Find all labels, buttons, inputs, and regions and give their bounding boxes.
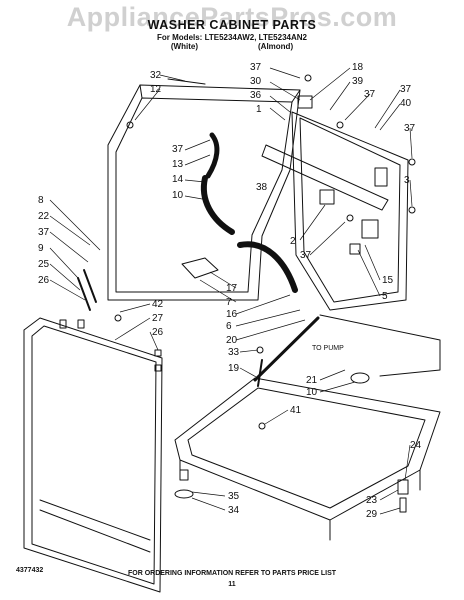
ordering-note: FOR ORDERING INFORMATION REFER TO PARTS … [127,570,337,577]
callout-37: 37 [172,144,184,155]
cabinet-rear-frame [107,84,301,301]
callout-22: 22 [38,211,50,222]
callout-26: 26 [152,327,164,338]
callout-30: 30 [250,76,262,87]
leg-right [397,479,409,495]
callout-10: 10 [306,387,318,398]
front-panel [23,317,163,593]
variant-line: (White) (Almond) [0,42,464,51]
callout-32: 32 [150,70,162,81]
callout-39: 39 [352,76,364,87]
callout-23: 23 [366,495,378,506]
to-pump-label: TO PUMP [312,345,344,352]
cabinet-right-panel [291,111,409,311]
callout-29: 29 [366,509,378,520]
callout-3: 3 [404,175,410,186]
lid-rod [83,269,97,303]
callout-10: 10 [172,190,184,201]
callout-21: 21 [306,375,318,386]
water-valve [181,257,219,279]
page-number: 11 [228,581,236,588]
callout-27: 27 [152,313,164,324]
cabinet-base [174,377,441,541]
callout-36: 36 [250,90,262,101]
callout-17: 17 [226,283,238,294]
lid-switch [361,219,379,239]
screw [304,74,312,82]
pump-hose [319,314,441,377]
strut-b [257,359,263,387]
callout-6: 6 [226,321,232,332]
callout-7: 7 [226,297,232,308]
callout-12: 12 [150,84,162,95]
callout-38: 38 [256,182,268,193]
callout-37: 37 [404,123,416,134]
models-line: For Models: LTE5234AW2, LTE5234AN2 [157,33,307,42]
screw [258,422,266,430]
callout-25: 25 [38,259,50,270]
callout-37: 37 [364,89,376,100]
callout-37: 37 [38,227,50,238]
drain-hose [237,241,298,293]
switch [319,189,335,205]
variant-white: (White) [170,42,198,51]
callout-18: 18 [352,62,364,73]
clip [59,319,67,329]
pump-clamp [350,372,370,384]
callout-19: 19 [228,363,240,374]
cabinet-top-edge [167,78,206,85]
leg-left [179,469,189,481]
fill-hose [200,175,235,235]
callout-35: 35 [228,491,240,502]
clip [154,364,162,372]
callout-9: 9 [38,243,44,254]
diagram-title: WASHER CABINET PARTS [147,18,317,32]
part-number: 4377432 [16,567,44,574]
hose-elbow [205,132,220,179]
callout-37: 37 [300,250,312,261]
lid-rod [77,277,91,311]
callout-labels: 3212371314108223792526422726373036138183… [38,62,422,520]
callout-42: 42 [152,299,164,310]
callout-20: 20 [226,335,238,346]
screw [346,214,354,222]
clip [154,349,162,357]
callout-24: 24 [410,440,422,451]
screw [408,158,416,166]
callout-8: 8 [38,195,44,206]
callout-14: 14 [172,174,184,185]
hinge-clip [297,95,313,109]
callout-33: 33 [228,347,240,358]
screw [336,121,344,129]
callout-41: 41 [290,405,302,416]
callout-37: 37 [250,62,262,73]
screw [114,314,122,322]
terminal [349,243,361,255]
callout-5: 5 [382,291,388,302]
leveler-foot [174,489,194,499]
leveler-bolt [399,497,407,513]
screw [408,206,416,214]
callout-34: 34 [228,505,240,516]
callout-13: 13 [172,159,184,170]
callout-16: 16 [226,309,238,320]
variant-almond: (Almond) [258,42,294,51]
callout-37: 37 [400,84,412,95]
bracket [374,167,388,187]
callout-2: 2 [290,236,296,247]
callout-26: 26 [38,275,50,286]
leader-lines [49,67,413,515]
strut-a [253,316,320,382]
callout-40: 40 [400,98,412,109]
screw [126,121,134,129]
callout-1: 1 [256,104,262,115]
console-bracket [261,144,389,211]
callout-15: 15 [382,275,394,286]
clip [77,319,85,329]
